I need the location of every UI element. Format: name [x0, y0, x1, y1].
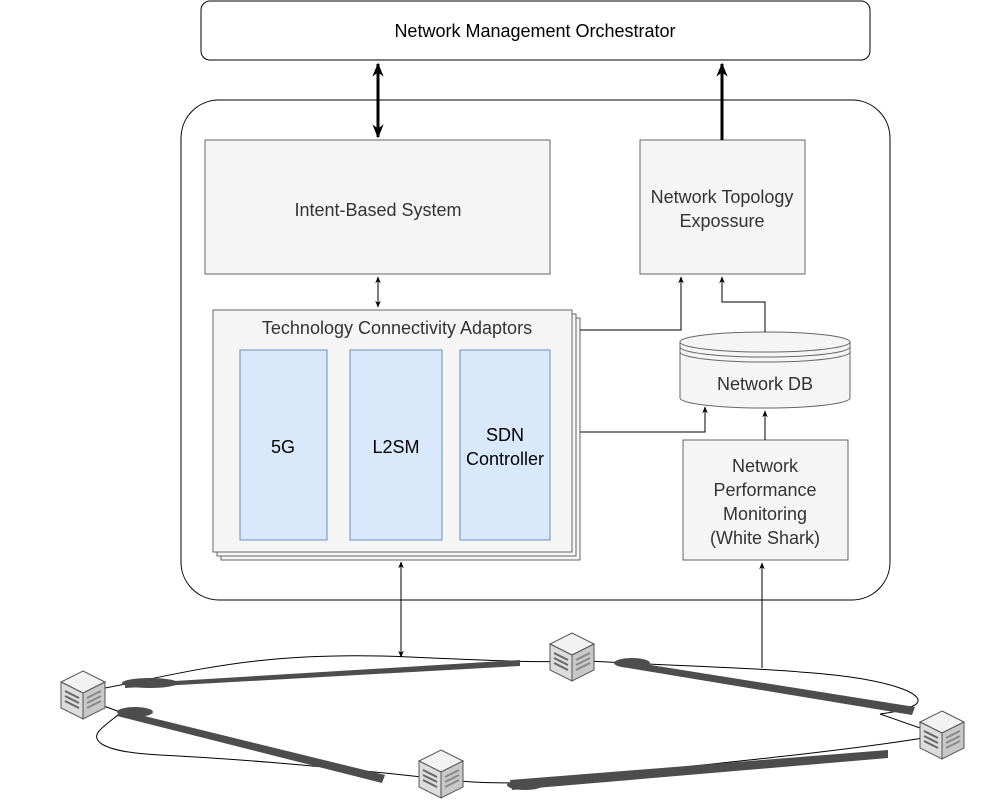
adaptors-db-link: [580, 406, 708, 433]
monitoring-box: Network Performance Monitoring (White Sh…: [682, 439, 849, 561]
network-links: [117, 658, 915, 790]
adaptors-topology-link: [580, 276, 684, 331]
network-db: Network DB: [679, 331, 851, 409]
adaptor-l2sm-label: L2SM: [372, 437, 419, 457]
intent-system-box: Intent-Based System: [204, 139, 551, 275]
orchestrator-box: Network Management Orchestrator: [200, 0, 871, 61]
server-node-icon: [418, 749, 464, 799]
adaptor-sdn-controller: SDN Controller: [459, 349, 551, 541]
monitoring-line2: Performance: [713, 480, 816, 500]
adaptor-5g: 5G: [239, 349, 328, 541]
adaptor-5g-label: 5G: [271, 437, 295, 457]
monitoring-line1: Network: [732, 456, 799, 476]
topology-label-line2: Expossure: [679, 211, 764, 231]
server-node-icon: [549, 632, 595, 682]
network-db-label: Network DB: [717, 374, 813, 394]
network-link-end: [507, 780, 543, 790]
network-link-end: [614, 658, 650, 668]
monitoring-line3: Monitoring: [723, 504, 807, 524]
orchestrator-label: Network Management Orchestrator: [394, 21, 675, 41]
server-node-icon: [919, 710, 965, 760]
intent-system-label: Intent-Based System: [294, 200, 461, 220]
db-topology-link: [719, 276, 766, 332]
adaptor-l2sm: L2SM: [349, 349, 443, 541]
network-link-bar: [628, 662, 915, 715]
topology-box: Network Topology Expossure: [639, 139, 806, 275]
network-link-bar: [117, 710, 385, 783]
adaptors-title: Technology Connectivity Adaptors: [262, 318, 532, 338]
topology-label-line1: Network Topology: [651, 187, 794, 207]
network-link-bar: [510, 750, 888, 790]
monitoring-line4: (White Shark): [710, 528, 820, 548]
adaptor-sdn-label-line2: Controller: [466, 449, 544, 469]
adaptor-sdn-label-line1: SDN: [486, 425, 524, 445]
network-link-end: [117, 707, 153, 717]
network-link-bar: [125, 660, 520, 688]
network-link-end: [122, 678, 178, 688]
server-node-icon: [60, 670, 106, 720]
